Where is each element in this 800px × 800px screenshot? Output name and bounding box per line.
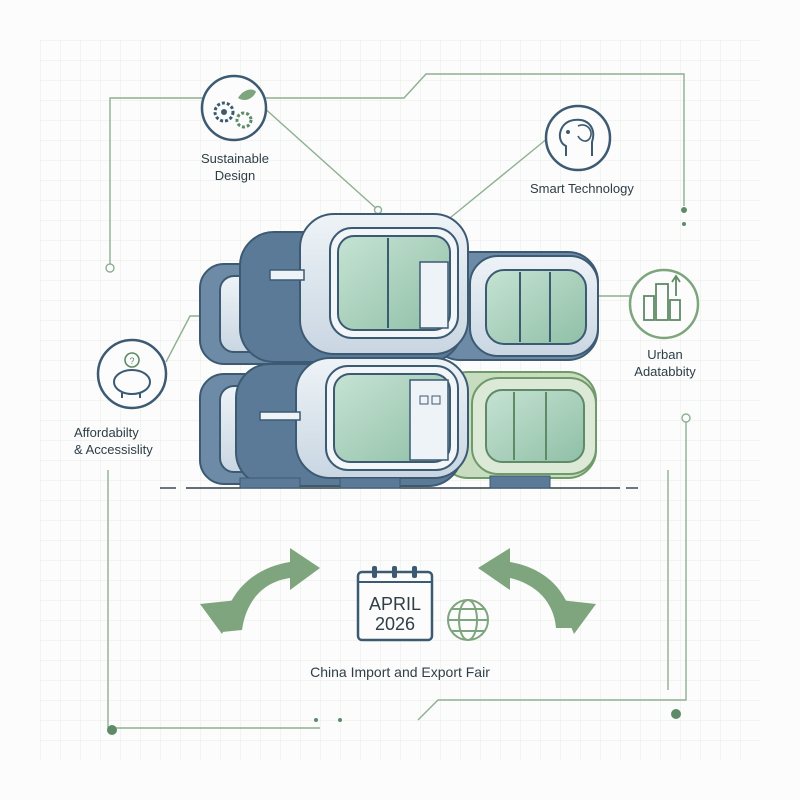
sustainable-line2: Design [214,168,256,183]
event-name: China Import and Export Fair [310,664,490,680]
right-curved-arrow [478,548,574,628]
globe-icon [447,599,489,641]
connector-sustainable-pods [261,105,379,211]
connector-bottom-right [417,420,687,721]
affordability-label: Affordabilty & Accessislity [74,424,194,458]
event-year: 2026 [374,614,416,634]
sustainable-line1: Sustainable [201,151,269,166]
piggy-bank-icon: ? [96,338,168,410]
gear-leaf-icon [200,74,268,142]
sustainable-design-label: Sustainable Design [180,150,290,184]
capsule-pods [199,213,599,489]
event-date: APRIL 2026 [358,594,432,634]
head-brain-icon [544,104,612,172]
connector-sustainable-left [109,97,212,268]
smart-technology-label: Smart Technology [530,181,634,196]
affordability-line2: & Accessislity [74,442,153,457]
connector-top-right [214,73,685,206]
right-arrow-tail [560,600,596,634]
left-arrow-tail [200,600,238,634]
urban-line2: Adatabbity [634,364,696,379]
urban-line1: Urban [647,347,683,362]
affordability-line1: Affordabilty [74,425,139,440]
city-buildings-icon [628,268,700,340]
svg-text:?: ? [129,356,134,366]
connector-smart [444,137,549,223]
event-month: APRIL [368,594,422,614]
calendar-icon [356,566,434,642]
urban-adaptability-label: Urban Adatabbity [620,346,710,380]
left-curved-arrow [222,548,320,632]
